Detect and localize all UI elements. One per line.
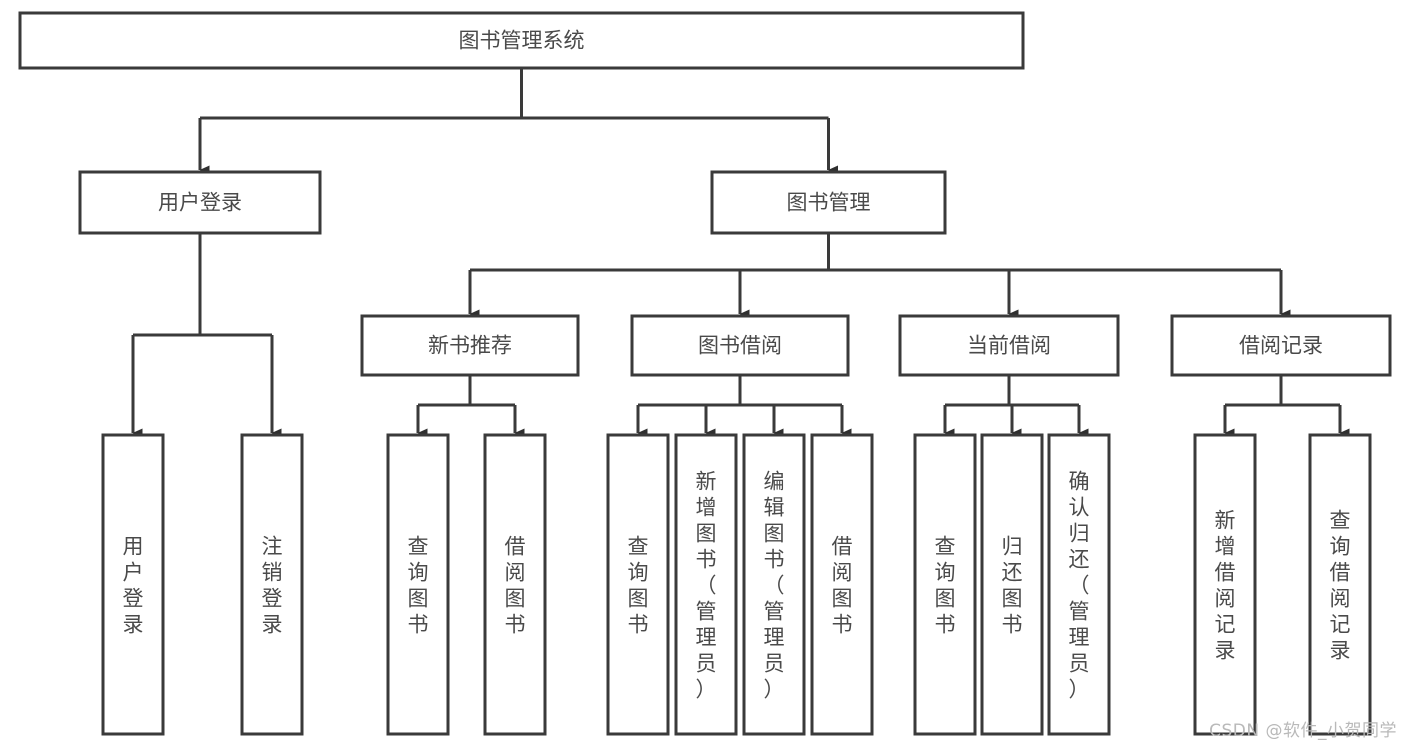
node-leaf-borrow-query[interactable]: 查询图书 bbox=[606, 433, 670, 736]
node-box bbox=[240, 433, 304, 736]
node-user-login[interactable]: 用户登录 bbox=[78, 170, 322, 235]
node-box bbox=[980, 433, 1044, 736]
node-box bbox=[386, 433, 450, 736]
node-label: 用户登录 bbox=[123, 535, 144, 637]
node-leaf-user-logout[interactable]: 注销登录 bbox=[240, 433, 304, 736]
watermark-text: CSDN @软件_小贺同学 bbox=[1209, 721, 1397, 741]
node-leaf-cur-confirm[interactable]: 确认归还（管理员） bbox=[1047, 433, 1111, 736]
node-box bbox=[483, 433, 547, 736]
node-leaf-rec-add[interactable]: 新增借阅记录 bbox=[1193, 433, 1257, 736]
node-label: 图书借阅 bbox=[698, 334, 782, 358]
node-label: 注销登录 bbox=[262, 535, 283, 637]
node-leaf-rec-query[interactable]: 查询图书 bbox=[386, 433, 450, 736]
node-label: 查询图书 bbox=[628, 535, 649, 637]
node-box bbox=[1170, 314, 1392, 377]
connector-lines bbox=[131, 68, 1350, 438]
node-label: 新书推荐 bbox=[428, 334, 512, 358]
node-box bbox=[810, 433, 874, 736]
node-new-book-rec[interactable]: 新书推荐 bbox=[360, 314, 580, 377]
node-box bbox=[78, 170, 322, 235]
node-label: 查询借阅记录 bbox=[1330, 509, 1351, 663]
node-book-borrow[interactable]: 图书借阅 bbox=[630, 314, 850, 377]
node-label: 用户登录 bbox=[158, 191, 242, 215]
node-leaf-user-login[interactable]: 用户登录 bbox=[101, 433, 165, 736]
node-box bbox=[606, 433, 670, 736]
node-leaf-borrow-borrow[interactable]: 借阅图书 bbox=[810, 433, 874, 736]
node-label: 归还图书 bbox=[1002, 535, 1023, 637]
node-label: 借阅记录 bbox=[1239, 334, 1323, 358]
node-label: 当前借阅 bbox=[967, 334, 1051, 358]
node-box bbox=[1193, 433, 1257, 736]
node-label: 编辑图书（管理员） bbox=[764, 470, 785, 702]
node-box bbox=[1047, 433, 1111, 736]
node-box bbox=[913, 433, 977, 736]
node-box bbox=[674, 433, 738, 736]
node-box bbox=[710, 170, 947, 235]
node-label: 新增图书（管理员） bbox=[696, 470, 717, 702]
node-current-borrow[interactable]: 当前借阅 bbox=[898, 314, 1120, 377]
node-borrow-records[interactable]: 借阅记录 bbox=[1170, 314, 1392, 377]
node-label: 借阅图书 bbox=[505, 535, 526, 637]
node-box bbox=[898, 314, 1120, 377]
node-book-manage[interactable]: 图书管理 bbox=[710, 170, 947, 235]
node-leaf-rec-borrow[interactable]: 借阅图书 bbox=[483, 433, 547, 736]
node-label: 图书管理 bbox=[787, 191, 871, 215]
node-leaf-cur-query[interactable]: 查询图书 bbox=[913, 433, 977, 736]
node-label: 图书管理系统 bbox=[459, 29, 585, 53]
node-label: 查询图书 bbox=[935, 535, 956, 637]
node-label: 查询图书 bbox=[408, 535, 429, 637]
node-leaf-borrow-edit[interactable]: 编辑图书（管理员） bbox=[742, 433, 806, 736]
node-label: 借阅图书 bbox=[832, 535, 853, 637]
node-label: 新增借阅记录 bbox=[1215, 509, 1236, 663]
node-box bbox=[360, 314, 580, 377]
node-box bbox=[101, 433, 165, 736]
node-leaf-borrow-add[interactable]: 新增图书（管理员） bbox=[674, 433, 738, 736]
node-leaf-cur-return[interactable]: 归还图书 bbox=[980, 433, 1044, 736]
node-box bbox=[630, 314, 850, 377]
node-label: 确认归还（管理员） bbox=[1069, 470, 1090, 702]
node-boxes: 图书管理系统用户登录图书管理新书推荐图书借阅当前借阅借阅记录用户登录注销登录查询… bbox=[18, 11, 1392, 736]
node-box bbox=[18, 11, 1025, 70]
node-box bbox=[1308, 433, 1372, 736]
node-box bbox=[742, 433, 806, 736]
node-root[interactable]: 图书管理系统 bbox=[18, 11, 1025, 70]
node-leaf-rec-query2[interactable]: 查询借阅记录 bbox=[1308, 433, 1372, 736]
